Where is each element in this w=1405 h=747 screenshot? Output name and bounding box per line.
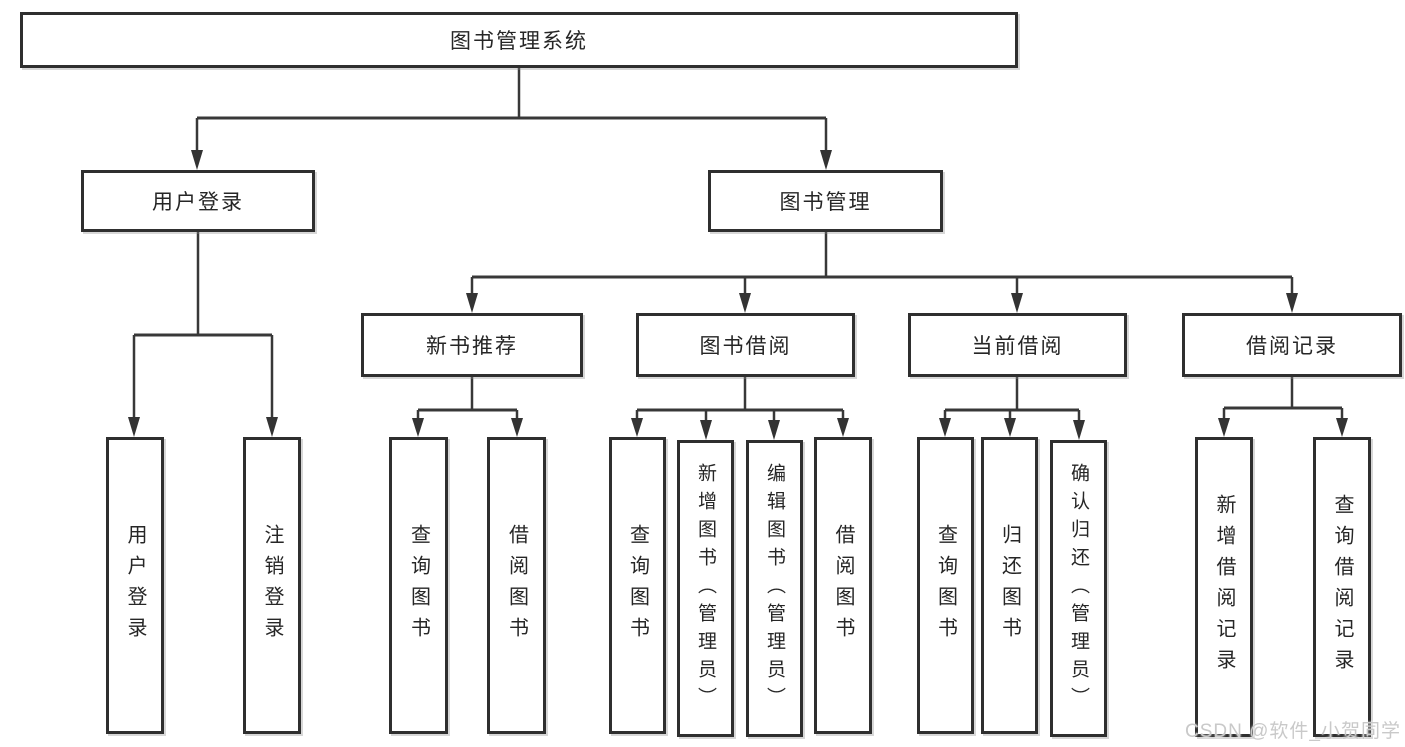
connector-user-login-children [128, 232, 278, 437]
node-label: 图书借阅 [699, 335, 792, 358]
node-book-borrowing: 图书借阅 [636, 313, 855, 377]
node-label: 用户登录 [152, 191, 244, 214]
leaf-query-books-3: 查询图书 [917, 437, 974, 734]
node-library-management-system: 图书管理系统 [20, 12, 1018, 68]
node-label: 注销登录 [261, 523, 283, 648]
leaf-logout: 注销登录 [243, 437, 301, 734]
node-label: 归还图书 [998, 523, 1021, 648]
node-new-book-recommendation: 新书推荐 [361, 313, 583, 377]
node-label: 新增图书（管理员） [695, 462, 716, 715]
node-label: 编辑图书（管理员） [764, 462, 785, 715]
leaf-edit-books-admin: 编辑图书（管理员） [746, 440, 803, 737]
node-label: 用户登录 [124, 523, 146, 648]
node-label: 新书推荐 [426, 335, 518, 358]
connector-root-to-level2 [191, 68, 832, 170]
connector-new-book-rec-children [412, 377, 523, 437]
node-label: 确认归还（管理员） [1068, 462, 1089, 715]
node-label: 当前借阅 [971, 335, 1064, 358]
node-label: 图书管理系统 [450, 30, 588, 53]
leaf-return-books: 归还图书 [981, 437, 1038, 734]
node-label: 查询图书 [407, 523, 430, 648]
leaf-query-books-2: 查询图书 [609, 437, 666, 734]
connector-borrow-records-children [1218, 377, 1348, 437]
node-label: 借阅图书 [505, 523, 528, 648]
node-book-management: 图书管理 [708, 170, 943, 232]
node-label: 借阅图书 [832, 523, 854, 648]
node-label: 图书管理 [779, 191, 872, 214]
node-label: 查询图书 [626, 523, 649, 648]
leaf-user-login: 用户登录 [106, 437, 164, 734]
node-label: 借阅记录 [1246, 335, 1338, 358]
node-user-login: 用户登录 [81, 170, 315, 232]
node-borrowing-records: 借阅记录 [1182, 313, 1402, 377]
connector-book-mgmt-children [466, 232, 1298, 313]
connector-current-borrow-children [939, 377, 1085, 440]
node-label: 查询图书 [934, 523, 957, 648]
leaf-borrow-books-2: 借阅图书 [814, 437, 872, 734]
leaf-add-borrow-record: 新增借阅记录 [1195, 437, 1253, 737]
csdn-watermark: CSDN @软件_小贺同学 [1185, 721, 1401, 742]
node-label: 查询借阅记录 [1331, 494, 1353, 680]
leaf-confirm-return-admin: 确认归还（管理员） [1050, 440, 1107, 737]
node-label: 新增借阅记录 [1213, 494, 1235, 680]
leaf-query-borrow-record: 查询借阅记录 [1313, 437, 1371, 737]
node-current-borrowing: 当前借阅 [908, 313, 1127, 377]
leaf-borrow-books-1: 借阅图书 [487, 437, 546, 734]
connector-book-borrow-children [631, 377, 849, 440]
leaf-add-books-admin: 新增图书（管理员） [677, 440, 734, 737]
leaf-query-books-1: 查询图书 [389, 437, 448, 734]
